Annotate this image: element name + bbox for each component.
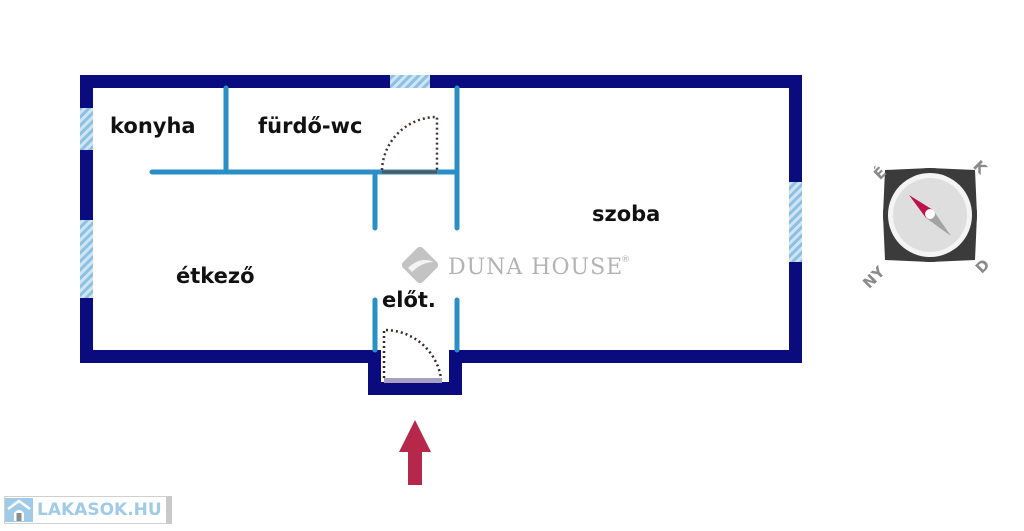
room-label-kitchen: konyha <box>110 114 196 138</box>
window-top <box>390 75 430 88</box>
compass-icon <box>883 168 977 262</box>
house-icon <box>5 498 33 522</box>
badge-label: LAKASOK.HU <box>37 500 162 520</box>
window-right <box>789 182 802 262</box>
watermark-registered: ® <box>621 255 630 265</box>
windows <box>80 75 802 298</box>
entrance-arrow-icon <box>399 420 431 485</box>
room-label-dining: étkező <box>176 264 255 288</box>
compass-west: NY <box>859 262 889 292</box>
watermark-brand: DUNA HOUSE <box>448 255 623 280</box>
bathroom-door <box>380 115 439 174</box>
window-left-2 <box>80 220 93 298</box>
duna-house-logo-icon <box>401 246 439 284</box>
window-left-1 <box>80 108 93 150</box>
entry-door <box>382 328 443 383</box>
room-label-room: szoba <box>592 202 660 226</box>
room-label-bathroom: fürdő-wc <box>258 114 362 138</box>
room-label-hall: előt. <box>382 288 436 312</box>
lakasok-badge[interactable]: LAKASOK.HU <box>4 496 172 524</box>
